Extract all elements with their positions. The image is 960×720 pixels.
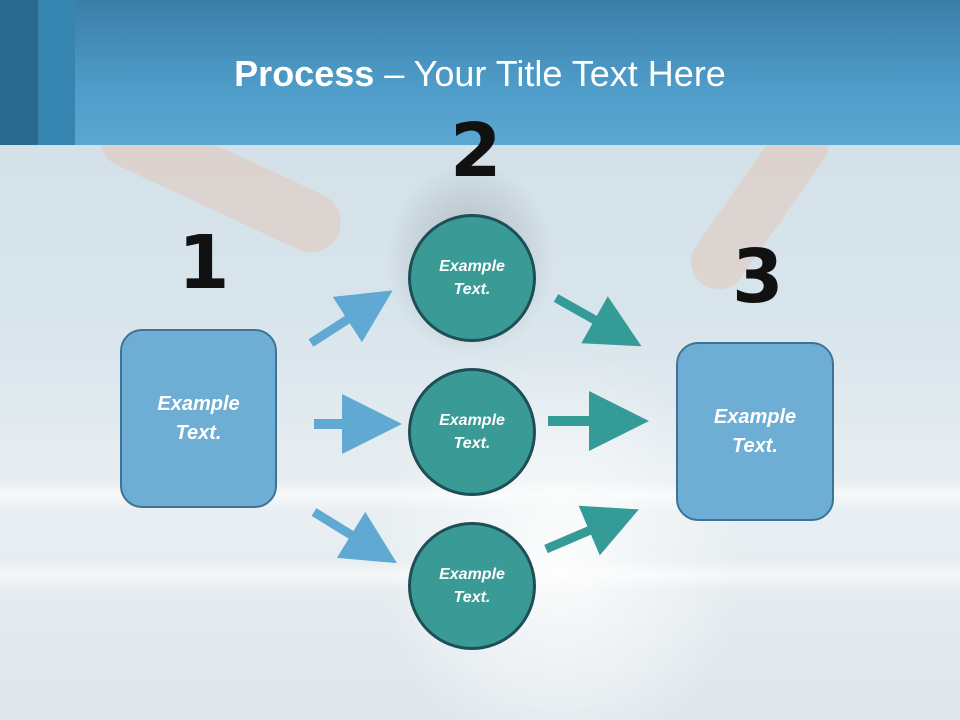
title-separator: – <box>374 53 414 94</box>
step-number-2: 2 <box>450 108 502 194</box>
circle-label-line2: Text. <box>453 281 491 298</box>
circle-label-line1: Example <box>439 566 505 583</box>
step-number-1: 1 <box>178 220 230 306</box>
step-2-circle-bottom: Example Text. <box>408 522 536 650</box>
arrow-to-top-circle <box>308 290 393 347</box>
circle-label-line2: Text. <box>453 589 491 606</box>
circle-label-line1: Example <box>439 258 505 275</box>
title-rest: Your Title Text Here <box>413 53 726 94</box>
header-stripe <box>0 0 38 145</box>
step-1-box: Example Text. <box>120 329 277 508</box>
header-stripe <box>38 0 75 145</box>
step-1-label-line1: Example <box>157 392 240 415</box>
step-1-label-line2: Text. <box>175 421 222 444</box>
arrow-to-bottom-circle <box>311 508 397 564</box>
step-2-circle-middle: Example Text. <box>408 368 536 496</box>
step-number-3: 3 <box>732 234 784 320</box>
circle-label-line1: Example <box>439 412 505 429</box>
slide-title: Process – Your Title Text Here <box>0 52 960 96</box>
title-header-band: Process – Your Title Text Here <box>0 0 960 145</box>
step-3-label: Example Text. <box>714 403 796 461</box>
step-1-label: Example Text. <box>157 390 239 448</box>
title-bold-part: Process <box>234 53 375 94</box>
arrow-from-top-circle <box>553 294 642 347</box>
circle-label-line2: Text. <box>453 435 491 452</box>
arrow-from-bottom-circle <box>544 505 639 556</box>
step-3-label-line2: Text. <box>732 434 778 457</box>
step-3-label-line1: Example <box>713 405 797 428</box>
step-2-circle-top: Example Text. <box>408 214 536 342</box>
step-3-box: Example Text. <box>676 342 834 521</box>
